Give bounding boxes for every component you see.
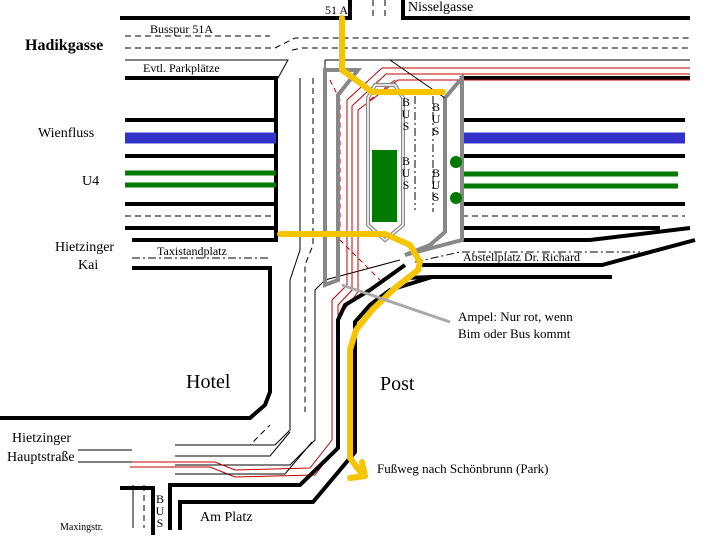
curb-top-left	[120, 0, 352, 20]
platform-center-inner	[367, 84, 404, 241]
bus-label-3: BUS	[431, 100, 441, 138]
hauptstr-line-3	[175, 431, 291, 457]
abstellplatz-curb-2	[404, 275, 612, 280]
footpath-arrow	[347, 459, 368, 481]
bus-label-1: BUS	[401, 95, 411, 133]
abstellplatz-curb-1	[420, 238, 696, 267]
bus-label-5: BUS	[155, 492, 165, 530]
u4-signal-2	[450, 192, 462, 204]
road-line-b	[304, 78, 314, 412]
footpath-51a	[339, 15, 446, 95]
u4-station	[372, 150, 397, 222]
hauptstr-line-4	[175, 441, 313, 475]
ampel-pointer	[341, 283, 451, 324]
u4-signal-1	[450, 156, 462, 168]
abstellplatz-dashdot	[414, 251, 640, 263]
footpath-taxi	[277, 231, 423, 477]
bus-label-2: BUS	[401, 154, 411, 192]
label-hietzinger-kai-1: Hietzinger	[55, 240, 115, 255]
left-block-curb	[125, 76, 278, 242]
label-51a: 51 A	[325, 3, 349, 17]
label-u4: U4	[82, 174, 100, 189]
label-hauptstrasse-1: Hietzinger	[12, 431, 72, 446]
label-hadikgasse: Hadikgasse	[25, 37, 104, 54]
label-taxistandplatz: Taxistandplatz	[157, 244, 227, 258]
road-line-a	[175, 78, 301, 446]
label-hauptstrasse-2: Hauptstraße	[7, 450, 75, 465]
label-fussweg: Fußweg nach Schönbrunn (Park)	[377, 461, 549, 476]
busspur-lane-2	[125, 37, 690, 49]
maxing-curb	[120, 486, 155, 535]
label-post: Post	[380, 373, 415, 395]
label-am-platz: Am Platz	[200, 510, 253, 525]
hauptstr-dash	[175, 424, 271, 446]
label-maxingstr: Maxingstr.	[60, 522, 104, 533]
label-hotel: Hotel	[186, 371, 231, 393]
label-hietzinger-kai-2: Kai	[78, 258, 99, 273]
hotel-block-curb	[0, 266, 272, 420]
curb-nisselgasse	[401, 0, 690, 20]
lane-divider-nissel	[372, 0, 386, 18]
platform-right	[404, 72, 464, 257]
platform-left	[323, 68, 363, 288]
busspur-lane-3	[291, 47, 690, 51]
post-curb-inner	[178, 275, 433, 530]
label-wienfluss: Wienfluss	[38, 126, 95, 141]
label-ampel-1: Ampel: Nur rot, wenn	[458, 309, 573, 324]
bus-label-4: BUS	[431, 166, 441, 204]
label-ampel-2: Bim oder Bus kommt	[458, 326, 571, 341]
label-parkplaetze: Evtl. Parkplätze	[143, 61, 220, 75]
label-busspur: Busspur 51A	[150, 22, 214, 36]
label-abstellplatz: Abstellplatz Dr. Richard	[463, 250, 580, 264]
parkplaetze-line	[125, 59, 289, 79]
label-nisselgasse: Nisselgasse	[408, 0, 474, 15]
